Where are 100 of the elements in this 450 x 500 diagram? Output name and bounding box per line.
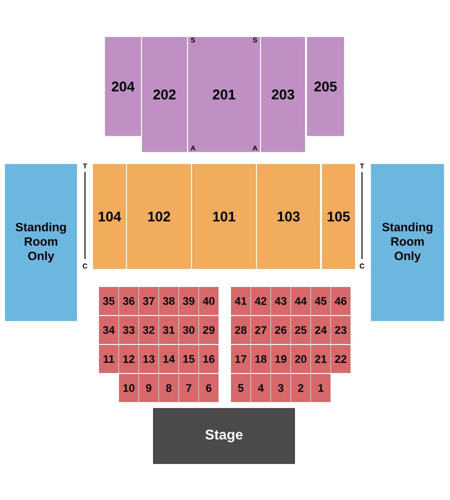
seat-section: 16 bbox=[199, 345, 218, 373]
seat-section: 45 bbox=[311, 287, 330, 315]
node-label: 204 bbox=[112, 82, 135, 92]
node-label: 33 bbox=[122, 326, 134, 334]
node-label: 42 bbox=[254, 297, 266, 305]
node-label: 201 bbox=[212, 90, 236, 100]
section-block: 202 bbox=[142, 37, 187, 152]
node-label: 16 bbox=[203, 355, 214, 363]
node-label: 23 bbox=[335, 326, 346, 334]
section-block: 203 bbox=[261, 37, 305, 152]
node-label: 10 bbox=[123, 384, 134, 392]
node-label: 1 bbox=[318, 384, 324, 392]
seat-section: 26 bbox=[271, 316, 290, 344]
node-label: 12 bbox=[123, 355, 134, 363]
seat-section: 34 bbox=[99, 316, 118, 344]
seat-section: 21 bbox=[311, 345, 330, 373]
seat-section: 14 bbox=[159, 345, 178, 373]
node-label: 24 bbox=[315, 326, 327, 334]
node-label: 31 bbox=[162, 326, 175, 334]
node-label: 32 bbox=[142, 326, 154, 334]
node-label: 19 bbox=[275, 355, 286, 363]
seat-section: 17 bbox=[231, 345, 250, 373]
node-label: 37 bbox=[142, 297, 154, 305]
section-block: 105 bbox=[322, 164, 355, 269]
node-label: 28 bbox=[235, 326, 247, 334]
node-label: 104 bbox=[98, 212, 122, 222]
seat-section: 24 bbox=[311, 316, 330, 344]
node-label: 40 bbox=[202, 297, 214, 305]
seat-section: 19 bbox=[271, 345, 290, 373]
node-label: 9 bbox=[146, 384, 152, 392]
section-block: 205 bbox=[307, 37, 344, 136]
seat-section: 23 bbox=[331, 316, 350, 344]
node-label: 8 bbox=[166, 384, 172, 392]
node-label: 14 bbox=[163, 355, 175, 363]
seat-section: 11 bbox=[99, 345, 118, 373]
node-label: 25 bbox=[295, 326, 307, 334]
seat-section: 18 bbox=[251, 345, 270, 373]
node-label: 22 bbox=[335, 355, 346, 363]
seat-section: 6 bbox=[199, 374, 218, 402]
node-label: 5 bbox=[238, 384, 244, 392]
seat-section: 1 bbox=[311, 374, 330, 402]
seat-section: 5 bbox=[231, 374, 250, 402]
standing-area: Standing Room Only bbox=[5, 164, 77, 321]
section-block: 104 bbox=[93, 164, 126, 269]
node-label: 34 bbox=[102, 326, 115, 334]
section-block: 103 bbox=[257, 164, 320, 269]
node-label: 45 bbox=[314, 297, 327, 305]
seat-section: 10 bbox=[119, 374, 138, 402]
node-label: 43 bbox=[274, 297, 286, 305]
node-label: 39 bbox=[182, 297, 194, 305]
seat-section: 44 bbox=[291, 287, 310, 315]
node-label: 3 bbox=[278, 384, 284, 392]
node-label: 2 bbox=[298, 384, 304, 392]
node-label: 18 bbox=[255, 355, 267, 363]
node-label: 35 bbox=[102, 297, 115, 305]
seat-section: 7 bbox=[179, 374, 198, 402]
seat-section: 46 bbox=[331, 287, 350, 315]
seat-section: 37 bbox=[139, 287, 158, 315]
node-label: 102 bbox=[148, 212, 170, 222]
node-label: 11 bbox=[104, 355, 114, 363]
node-label: 26 bbox=[275, 326, 286, 334]
seat-section: 20 bbox=[291, 345, 310, 373]
node-label: 13 bbox=[143, 355, 154, 363]
seat-section: 2 bbox=[291, 374, 310, 402]
seat-section: 31 bbox=[159, 316, 178, 344]
node-label: 6 bbox=[206, 384, 212, 392]
seat-section: 28 bbox=[231, 316, 250, 344]
node-label: 15 bbox=[183, 355, 195, 363]
standing-area: Standing Room Only bbox=[371, 164, 444, 321]
seat-section: 8 bbox=[159, 374, 178, 402]
node-label: 7 bbox=[186, 384, 192, 392]
node-label: 36 bbox=[122, 297, 134, 305]
node-label: 38 bbox=[162, 297, 175, 305]
seat-section: 38 bbox=[159, 287, 178, 315]
node-label: 41 bbox=[234, 297, 247, 305]
seat-section: 40 bbox=[199, 287, 218, 315]
node-label: 101 bbox=[213, 212, 236, 222]
seat-section: 9 bbox=[139, 374, 158, 402]
seat-section: 33 bbox=[119, 316, 138, 344]
node-label: 203 bbox=[272, 90, 294, 100]
seat-section: 36 bbox=[119, 287, 138, 315]
node-label: 20 bbox=[295, 355, 306, 363]
section-block: 102 bbox=[127, 164, 191, 269]
node-label: 46 bbox=[334, 297, 346, 305]
seat-section: 4 bbox=[251, 374, 270, 402]
section-block: 204 bbox=[105, 37, 141, 136]
node-label: 17 bbox=[235, 355, 246, 363]
seat-section: 22 bbox=[331, 345, 350, 373]
seat-section: 25 bbox=[291, 316, 310, 344]
seat-section: 15 bbox=[179, 345, 198, 373]
node-label: 30 bbox=[182, 326, 194, 334]
seat-section: 29 bbox=[199, 316, 218, 344]
seat-section: 41 bbox=[231, 287, 250, 315]
section-block: 101 bbox=[192, 164, 256, 269]
seat-section: 3 bbox=[271, 374, 290, 402]
node-label: 27 bbox=[255, 326, 266, 334]
node-label: 44 bbox=[294, 297, 307, 305]
seat-section: 27 bbox=[251, 316, 270, 344]
seat-section: 30 bbox=[179, 316, 198, 344]
node-label: 4 bbox=[258, 384, 264, 392]
